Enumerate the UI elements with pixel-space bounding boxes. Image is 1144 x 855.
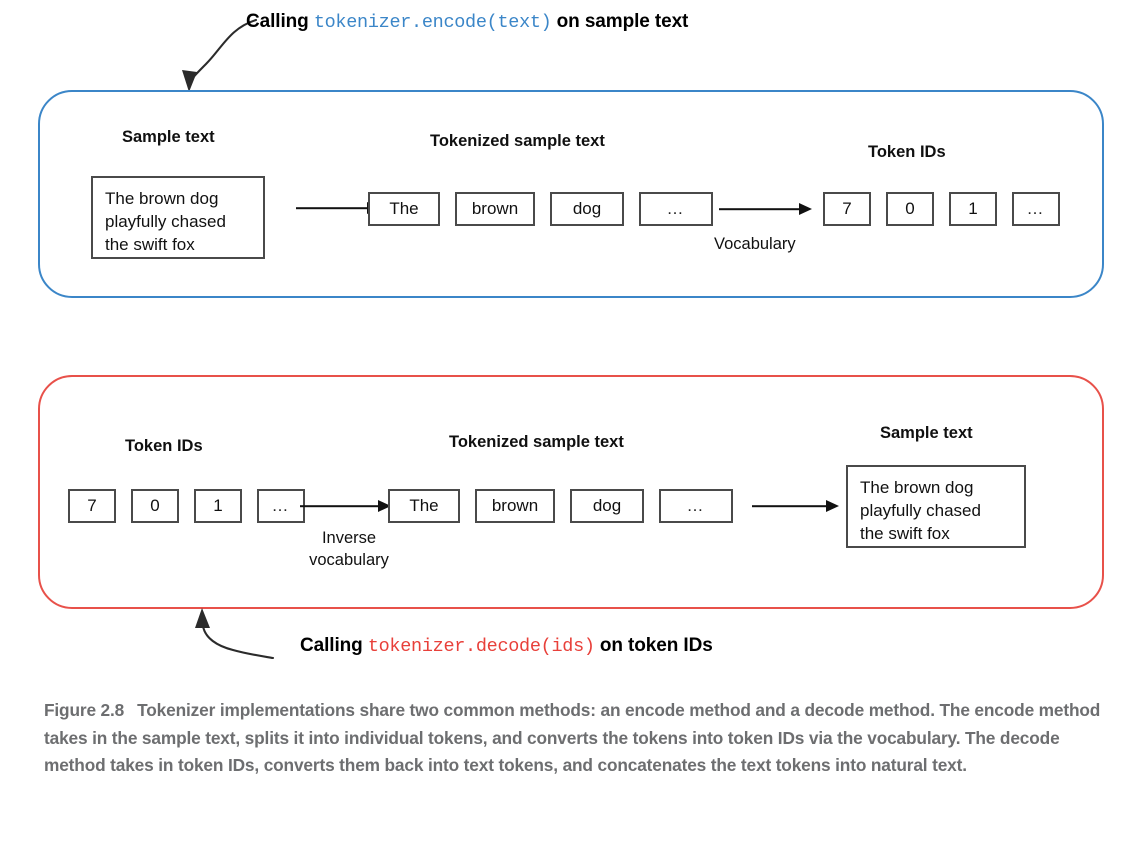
decode-arrow-inverse-vocabulary (300, 498, 394, 514)
encode-token-ids-heading: Token IDs (868, 143, 946, 161)
token-chip-ellipsis: … (639, 192, 713, 226)
token-id-chip: 0 (886, 192, 934, 226)
token-chip: brown (475, 489, 555, 523)
encode-callout-suffix: on sample text (551, 11, 689, 32)
decode-callout-curved-arrow (195, 604, 305, 660)
decode-callout-prefix: Calling (300, 635, 368, 656)
encode-vocabulary-label: Vocabulary (714, 235, 796, 253)
token-chip-ellipsis: … (659, 489, 733, 523)
encode-token-chip-row: The brown dog … (368, 192, 728, 226)
decode-callout-suffix: on token IDs (594, 635, 713, 656)
token-id-chip: 1 (194, 489, 242, 523)
encode-callout-curved-arrow (168, 14, 268, 94)
decode-callout-code: tokenizer.decode(ids) (367, 636, 595, 657)
token-chip: dog (570, 489, 644, 523)
encode-callout-prefix: Calling (246, 11, 314, 32)
decode-arrow-detokenize (752, 498, 842, 514)
decode-sample-text-box: The brown dog playfully chased the swift… (846, 465, 1026, 548)
token-id-chip: 7 (68, 489, 116, 523)
encode-sample-text-heading: Sample text (122, 128, 215, 146)
figure-caption-text: Tokenizer implementations share two comm… (44, 700, 1101, 775)
token-chip: brown (455, 192, 535, 226)
encode-callout-code: tokenizer.encode(text) (313, 12, 552, 33)
decode-sample-text-heading: Sample text (880, 424, 973, 442)
figure-number: Figure 2.8 (44, 700, 125, 720)
token-id-chip: 0 (131, 489, 179, 523)
decode-callout-label: Calling tokenizer.decode(ids) on token I… (300, 635, 713, 657)
decode-inverse-vocabulary-label: Inverse vocabulary (309, 529, 389, 569)
encode-sample-text-box: The brown dog playfully chased the swift… (91, 176, 265, 259)
token-id-chip: 7 (823, 192, 871, 226)
decode-token-ids-heading: Token IDs (125, 437, 203, 455)
decode-token-chip-row: The brown dog … (388, 489, 748, 523)
encode-token-id-chip-row: 7 0 1 … (823, 192, 1075, 226)
encode-callout-label: Calling tokenizer.encode(text) on sample… (246, 11, 688, 33)
decode-token-id-chip-row: 7 0 1 … (68, 489, 320, 523)
token-chip: The (368, 192, 440, 226)
token-id-chip-ellipsis: … (257, 489, 305, 523)
encode-tokenized-heading: Tokenized sample text (430, 132, 605, 150)
encode-arrow-vocabulary (719, 201, 815, 217)
token-id-chip-ellipsis: … (1012, 192, 1060, 226)
token-id-chip: 1 (949, 192, 997, 226)
token-chip: dog (550, 192, 624, 226)
token-chip: The (388, 489, 460, 523)
decode-tokenized-heading: Tokenized sample text (449, 433, 624, 451)
